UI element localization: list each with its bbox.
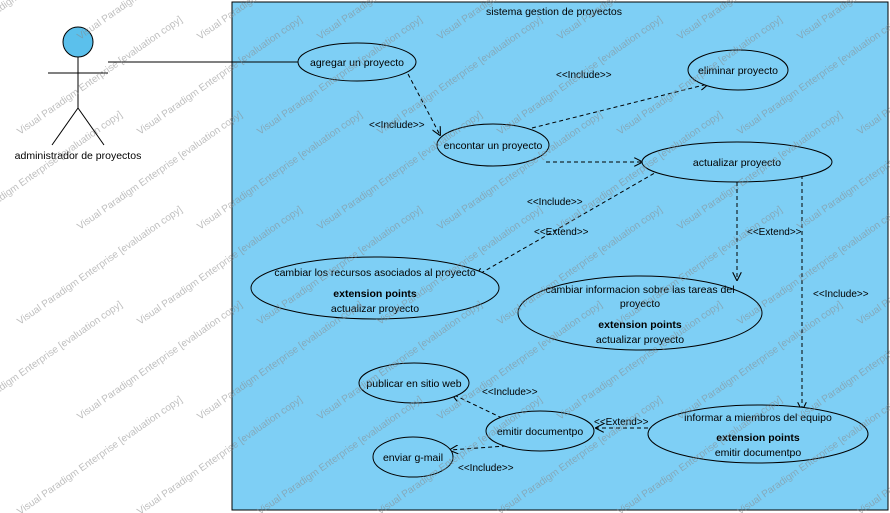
include-agregar-encontrar[interactable]	[407, 73, 440, 135]
use-case-eliminar-label: eliminar proyecto	[698, 65, 778, 77]
use-case-encontrar[interactable]: encontar un proyecto	[436, 123, 550, 167]
use-case-publicar-label: publicar en sitio web	[366, 378, 461, 390]
use-case-informar-ext-point: emitir documentpo	[715, 447, 802, 459]
label-include-encontrar-eliminar: <<Include>>	[556, 70, 612, 81]
include-actualizar-recursos[interactable]	[476, 169, 661, 276]
use-case-eliminar[interactable]: eliminar proyecto	[687, 49, 789, 91]
include-encontrar-eliminar[interactable]	[531, 84, 708, 129]
actor-label: administrador de proyectos	[15, 150, 142, 162]
use-case-agregar[interactable]: agregar un proyecto	[297, 42, 417, 82]
label-include-actualizar-recursos: <<Include>>	[527, 197, 583, 208]
include-emitir-publicar[interactable]	[452, 394, 503, 419]
use-case-cambiar-info-label-1: cambiar informacion sobre las tareas del	[545, 284, 734, 296]
use-case-agregar-label: agregar un proyecto	[310, 57, 404, 69]
use-case-cambiar-recursos-label: cambiar los recursos asociados al proyec…	[274, 267, 476, 279]
label-include-enviar: <<Include>>	[458, 463, 514, 474]
use-case-cambiar-recursos[interactable]: cambiar los recursos asociados al proyec…	[250, 256, 500, 320]
label-include-publicar: <<Include>>	[482, 387, 538, 398]
label-extend-recursos: <<Extend>>	[534, 227, 589, 238]
use-case-actualizar-label: actualizar proyecto	[693, 157, 781, 169]
use-case-cambiar-info-ext-point: actualizar proyecto	[596, 334, 684, 346]
label-extend-info: <<Extend>>	[747, 227, 802, 238]
label-include-agregar-encontrar: <<Include>>	[369, 120, 425, 131]
use-case-actualizar[interactable]: actualizar proyecto	[641, 141, 833, 183]
use-case-cambiar-info-ext-title: extension points	[598, 319, 682, 331]
use-case-cambiar-recursos-ext-point: actualizar proyecto	[331, 303, 419, 315]
use-case-enviar[interactable]: enviar g-mail	[372, 436, 454, 478]
use-case-enviar-label: enviar g-mail	[383, 452, 443, 464]
use-case-cambiar-info[interactable]: cambiar informacion sobre las tareas del…	[517, 275, 763, 351]
label-extend-emitir: <<Extend>>	[594, 417, 649, 428]
label-include-informar: <<Include>>	[813, 289, 869, 300]
include-emitir-enviar[interactable]	[450, 444, 521, 450]
use-case-publicar[interactable]: publicar en sitio web	[358, 362, 470, 404]
use-case-informar-label: informar a miembros del equipo	[684, 412, 832, 424]
use-case-encontrar-label: encontar un proyecto	[444, 140, 543, 152]
use-case-cambiar-info-label-2: proyecto	[620, 298, 660, 310]
system-title: sistema gestion de proyectos	[486, 6, 622, 18]
use-case-emitir[interactable]: emitir documentpo	[485, 410, 595, 452]
use-case-emitir-label: emitir documentpo	[497, 426, 584, 438]
actor-administrador[interactable]: administrador de proyectos	[15, 26, 142, 162]
use-case-cambiar-recursos-ext-title: extension points	[333, 288, 417, 300]
use-case-informar-ext-title: extension points	[716, 432, 800, 444]
use-case-informar[interactable]: informar a miembros del equipo extension…	[647, 404, 869, 464]
